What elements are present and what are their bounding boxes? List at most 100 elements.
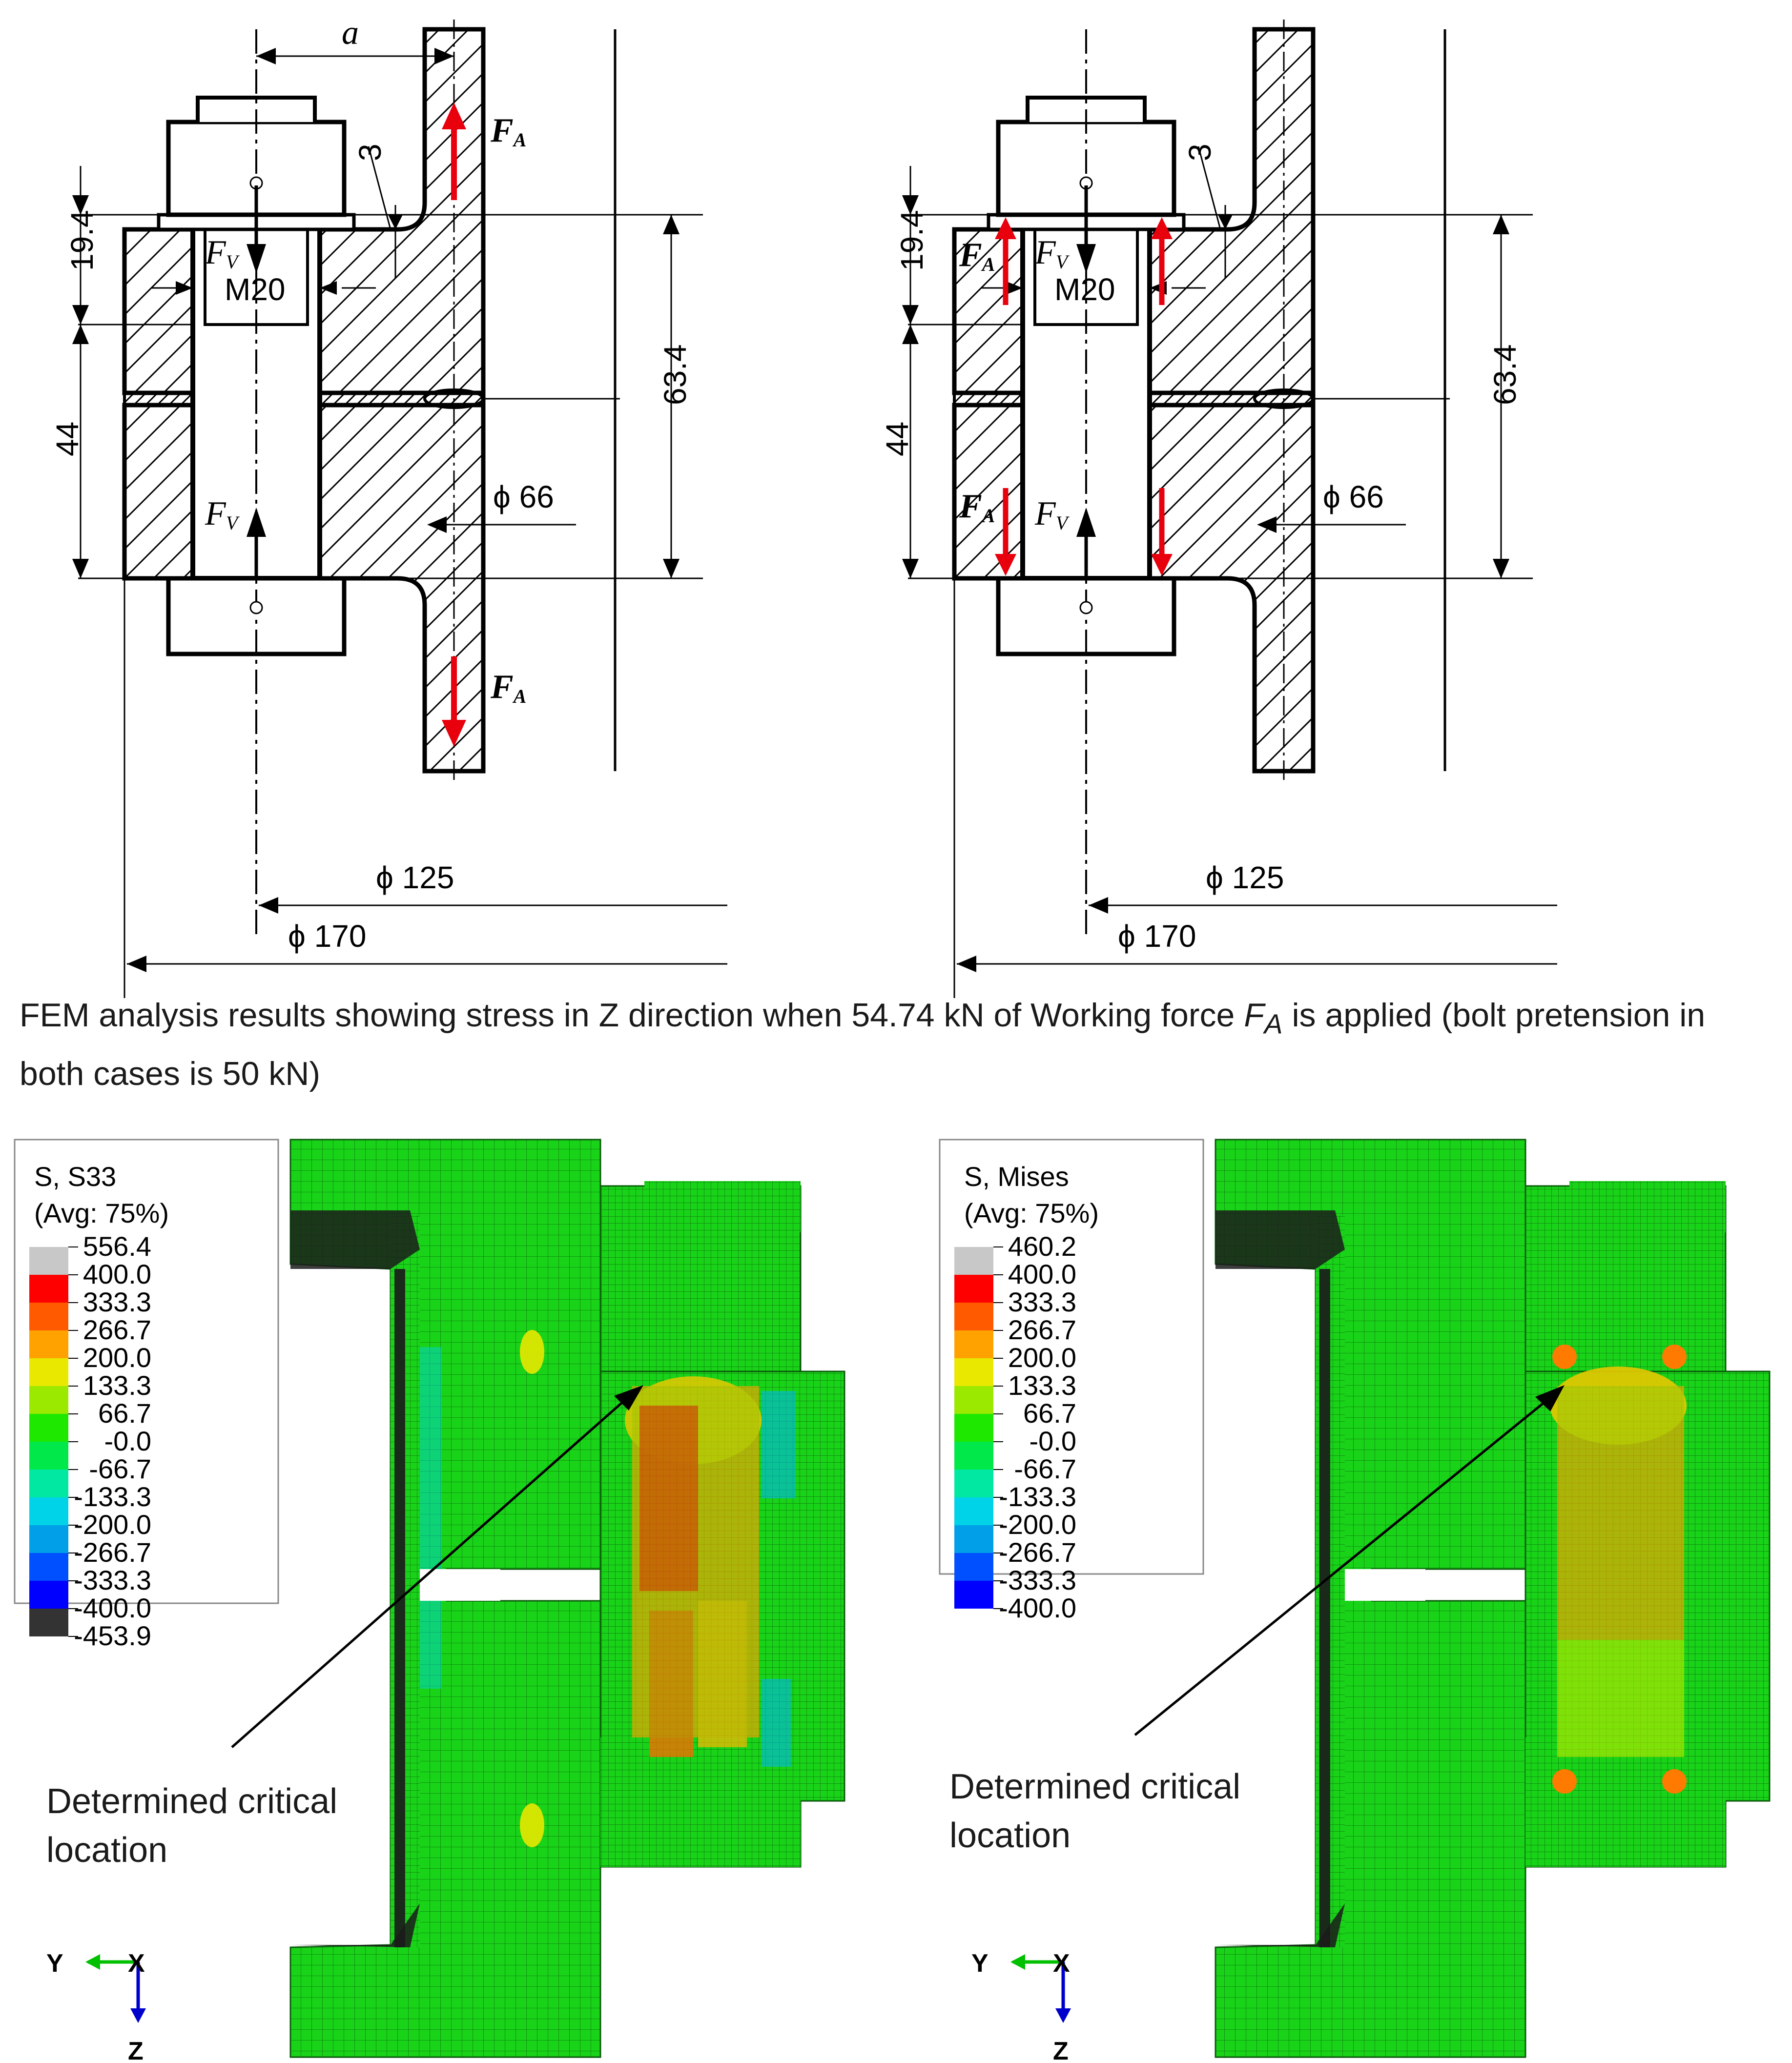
legend-band-5 xyxy=(29,1386,68,1414)
dim-phi66-label: ϕ 66 xyxy=(493,479,554,514)
axis-triad-right: Y X Z xyxy=(971,1949,1071,2063)
legend-value-12: -333.3 xyxy=(999,1565,1076,1595)
legend-value-3: 266.7 xyxy=(1008,1314,1076,1345)
bolted-flange-drawing-left: a 3 19.4 44 63.4 ϕ 66 ϕ 125 ϕ 170 M20 FV… xyxy=(50,14,727,998)
force-fa-bottom: FA xyxy=(959,488,995,527)
legend-value-11: -266.7 xyxy=(74,1537,151,1568)
axis-z-label: Z xyxy=(128,2037,144,2063)
legend-band-12 xyxy=(29,1581,68,1609)
dim-phi125-label: ϕ 125 xyxy=(376,860,454,895)
legend-value-9: -133.3 xyxy=(74,1481,151,1512)
legend-value-9: -133.3 xyxy=(999,1481,1076,1512)
legend-band-5 xyxy=(954,1386,993,1414)
legend-band-7 xyxy=(954,1442,993,1470)
legend-band-4 xyxy=(954,1358,993,1386)
legend-value-12: -333.3 xyxy=(74,1565,151,1595)
dim-44-label: 44 xyxy=(50,422,85,456)
legend-value-4: 200.0 xyxy=(1008,1342,1076,1373)
plate-left-lower xyxy=(122,403,195,581)
dim-phi170-label: ϕ 170 xyxy=(1118,919,1196,954)
dim-phi170-label: ϕ 170 xyxy=(288,919,366,954)
fem-result-mises: Determined critical location Y X Z xyxy=(949,1139,1771,2063)
dim-19-4-label: 19.4 xyxy=(64,210,100,271)
color-legend-mises: S, Mises (Avg: 75%) 460.2400.0333.3266.7… xyxy=(939,1139,1204,1623)
legend-value-11: -266.7 xyxy=(999,1537,1076,1568)
dim-63-4-label: 63.4 xyxy=(1487,344,1523,405)
legend-value-14: -453.9 xyxy=(74,1620,151,1651)
legend-value-10: -200.0 xyxy=(999,1509,1076,1540)
legend-value-5: 133.3 xyxy=(83,1370,151,1401)
legend-value-7: -0.0 xyxy=(1030,1426,1077,1456)
legend-value-2: 333.3 xyxy=(1008,1287,1076,1317)
legend-band-4 xyxy=(29,1358,68,1386)
legend-value-5: 133.3 xyxy=(1008,1370,1076,1401)
legend-band-10 xyxy=(954,1525,993,1553)
legend-value-4: 200.0 xyxy=(83,1342,151,1373)
fem-result-s33: Determined critical location Y X Z xyxy=(46,1139,845,2063)
critical-location-label-line1: Determined critical xyxy=(949,1767,1240,1806)
legend-value-10: -200.0 xyxy=(74,1509,151,1540)
legend-title-1: S, S33 xyxy=(34,1161,116,1192)
axis-x-label: X xyxy=(128,1949,145,1978)
legend-band-1 xyxy=(29,1275,68,1303)
legend-color-bands xyxy=(29,1247,68,1636)
force-fv-bottom: FV xyxy=(205,495,240,534)
legend-value-3: 266.7 xyxy=(83,1314,151,1345)
legend-band-3 xyxy=(954,1330,993,1358)
legend-value-6: 66.7 xyxy=(98,1398,151,1429)
legend-value-6: 66.7 xyxy=(1023,1398,1076,1429)
legend-value-labels: 460.2400.0333.3266.7200.0133.366.7-0.0-6… xyxy=(993,1231,1076,1623)
axis-x-label: X xyxy=(1053,1949,1070,1978)
legend-value-7: -0.0 xyxy=(104,1426,152,1456)
legend-color-bands xyxy=(954,1247,993,1609)
caption-force-symbol: FA xyxy=(1244,997,1283,1040)
legend-value-1: 400.0 xyxy=(1008,1259,1076,1289)
legend-value-13: -400.0 xyxy=(999,1593,1076,1623)
bolted-flange-drawing-right: 3 19.4 44 63.4 ϕ 66 ϕ 125 ϕ 170 M20 FV F… xyxy=(880,20,1557,998)
force-fv-top: FV xyxy=(1034,234,1070,273)
force-fa-top: FA xyxy=(959,236,995,275)
legend-title-2: (Avg: 75%) xyxy=(964,1198,1099,1228)
force-fa-bottom: FA xyxy=(490,668,526,707)
dim-44-label: 44 xyxy=(880,422,915,456)
color-legend-s33: S, S33 (Avg: 75%) 556.4400.0333.3266.720… xyxy=(14,1139,279,1651)
legend-value-2: 333.3 xyxy=(83,1287,151,1317)
legend-value-8: -66.7 xyxy=(1014,1453,1076,1484)
legend-band-2 xyxy=(954,1303,993,1330)
thread-label: M20 xyxy=(225,272,286,307)
dim-a-label: a xyxy=(342,14,359,52)
figure-caption: FEM analysis results showing stress in Z… xyxy=(20,997,1706,1092)
dim-19-4-label: 19.4 xyxy=(894,210,929,271)
legend-band-2 xyxy=(29,1303,68,1330)
legend-value-8: -66.7 xyxy=(89,1453,151,1484)
dim-3-label: 3 xyxy=(352,143,388,161)
dim-phi125-label: ϕ 125 xyxy=(1206,860,1284,895)
legend-band-8 xyxy=(954,1470,993,1497)
legend-band-6 xyxy=(954,1414,993,1442)
legend-value-labels: 556.4400.0333.3266.7200.0133.366.7-0.0-6… xyxy=(68,1231,151,1651)
legend-band-3 xyxy=(29,1330,68,1358)
legend-band-11 xyxy=(29,1553,68,1581)
force-fa-top: FA xyxy=(490,112,526,151)
legend-band-11 xyxy=(954,1553,993,1581)
legend-title-2: (Avg: 75%) xyxy=(34,1198,169,1228)
legend-band-13 xyxy=(29,1609,68,1636)
legend-value-13: -400.0 xyxy=(74,1593,151,1623)
legend-band-7 xyxy=(29,1442,68,1470)
legend-band-12 xyxy=(954,1581,993,1609)
legend-value-1: 400.0 xyxy=(83,1259,151,1289)
critical-location-label-line1: Determined critical xyxy=(46,1782,337,1821)
force-fv-top: FV xyxy=(205,234,240,273)
dim-63-4-label: 63.4 xyxy=(658,344,693,405)
plate-left-upper xyxy=(122,227,195,395)
legend-band-1 xyxy=(954,1275,993,1303)
axis-y-label: Y xyxy=(46,1949,63,1978)
thread-label: M20 xyxy=(1054,272,1115,307)
legend-value-0: 556.4 xyxy=(83,1231,151,1262)
legend-band-6 xyxy=(29,1414,68,1442)
force-fv-bottom: FV xyxy=(1034,495,1070,534)
legend-title-1: S, Mises xyxy=(964,1161,1069,1192)
legend-band-0 xyxy=(954,1247,993,1275)
dim-3-label: 3 xyxy=(1182,143,1217,161)
